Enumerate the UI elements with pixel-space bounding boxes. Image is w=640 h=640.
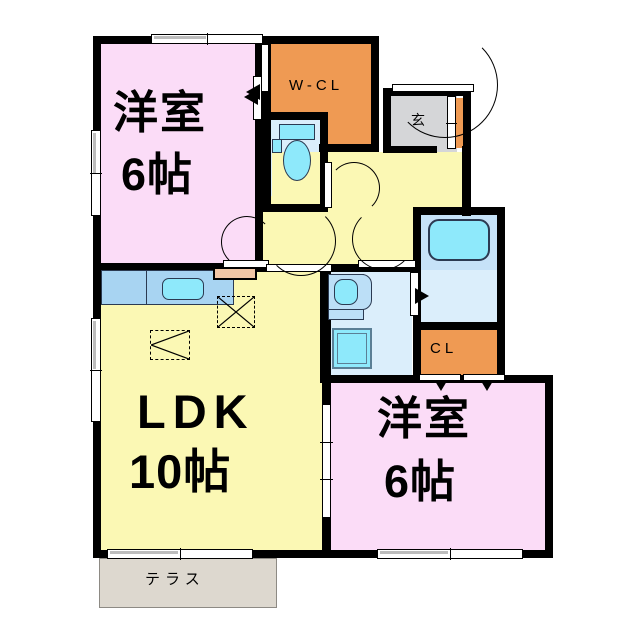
wall-entrance-bottom: [383, 146, 437, 153]
bedroom-top-left-size: 6帖: [121, 149, 194, 200]
bath-anteroom-fill: [421, 270, 497, 330]
closet-door-panel-right[interactable]: [463, 374, 505, 381]
bedroom-tl-door-swing-arc: [221, 216, 273, 268]
wall-exterior-right-lower: [545, 375, 553, 558]
wall-entrance-left: [383, 88, 391, 152]
wash-basin-bowl: [334, 279, 358, 305]
toilet-lever: [272, 139, 282, 153]
ldk-name: LDK: [137, 385, 255, 438]
wall-wcl-bottom: [319, 144, 379, 152]
window-bedroom-tl-top[interactable]: [151, 33, 263, 45]
washing-machine-inner: [337, 333, 367, 364]
toilet-door-swing-arc: [328, 162, 380, 214]
wall-bath-mid: [413, 322, 505, 330]
window-bedroom-tl-left[interactable]: [90, 130, 102, 216]
entrance-door-swing-arc: [392, 32, 498, 138]
appliance-space: [150, 330, 190, 360]
wcl-door-direction-icon: [246, 84, 260, 100]
bedroom-bottom-right-size: 6帖: [384, 456, 457, 507]
wall-wcl-right: [371, 36, 379, 152]
wall-bath-right: [497, 207, 505, 383]
window-ldk-bottom[interactable]: [107, 548, 253, 560]
hall-to-ldk-door-swing-arc: [266, 206, 336, 276]
walk-in-closet-opening[interactable]: [261, 44, 269, 92]
bedroom-top-left-name: 洋室: [113, 87, 208, 138]
wall-wcl-top: [263, 36, 379, 44]
toilet-tank: [279, 124, 315, 140]
window-ldk-left[interactable]: [90, 318, 102, 422]
ldk-fill: [101, 272, 322, 550]
washing-machine-pan: [332, 328, 372, 369]
wall-washroom-top: [320, 264, 421, 272]
walk-in-closet-label: W-CL: [289, 77, 344, 94]
bedroom-bottom-right-fill: [331, 383, 553, 550]
toilet-bowl: [283, 140, 311, 181]
bedroom-bottom-right-name: 洋室: [377, 393, 472, 444]
wall-bath-top: [413, 207, 505, 215]
bathtub: [428, 219, 490, 261]
sliding-door-ldk-to-bedroom-br[interactable]: [320, 404, 333, 518]
ldk-size: 10帖: [129, 445, 232, 498]
washroom-door-swing-arc: [352, 208, 414, 270]
kitchen-sink-bowl: [162, 278, 204, 300]
bath-door-direction-icon: [415, 288, 429, 304]
entrance-label: 玄: [411, 112, 426, 128]
wall-ldk-top: [93, 264, 268, 272]
wall-toilet-left: [263, 112, 271, 212]
closet-label: CL: [430, 340, 458, 357]
window-bedroom-br-bottom[interactable]: [377, 548, 523, 560]
closet-fill: [421, 330, 497, 375]
wall-toilet-top: [263, 112, 328, 120]
wall-exterior-right-upper: [462, 146, 471, 216]
stove-space: [213, 267, 257, 280]
refrigerator-space: [217, 296, 255, 328]
closet-door-panel-left[interactable]: [419, 374, 461, 381]
wall-bedroom-tl-right: [255, 36, 263, 272]
terrace-label: テラス: [145, 571, 205, 588]
walk-in-closet-fill-2: [323, 44, 371, 152]
